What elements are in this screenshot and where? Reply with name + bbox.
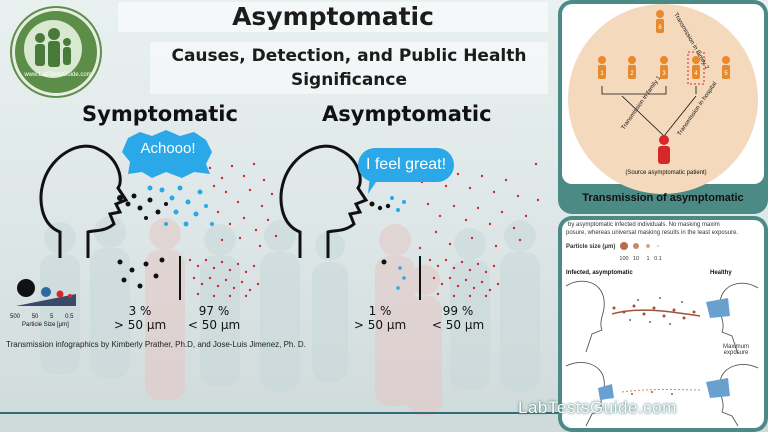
masking-panel-body <box>562 220 764 428</box>
svg-text:1: 1 <box>646 256 649 262</box>
masking-text-line-1: by asymptomatic infected individuals. No… <box>568 222 720 228</box>
asymptomatic-speech-bubble: I feel great! <box>358 148 454 182</box>
symptomatic-medium-droplets <box>147 185 214 227</box>
symptomatic-small-pct: 97 % <box>198 304 230 318</box>
symptomatic-small-stat: 97 % < 50 μm <box>186 304 242 332</box>
page-subtitle: Causes, Detection, and Public Health Sig… <box>171 46 527 90</box>
symptomatic-small-group <box>188 258 260 298</box>
asymptomatic-large-group <box>381 259 387 265</box>
background-crowd-illustration <box>40 216 540 416</box>
particle-size-key <box>16 279 76 306</box>
asymptomatic-medium-group <box>396 266 406 290</box>
asymptomatic-speech-text: I feel great! <box>365 156 447 173</box>
person-number-2: 2 <box>630 71 634 77</box>
asymptomatic-medium-droplets <box>390 196 406 212</box>
source-label: (Source asymptomatic patient) <box>625 170 706 176</box>
transmission-diagram <box>39 144 540 300</box>
sneeze-speech-text: Achooo! <box>140 140 196 157</box>
logo-text: www.LabTestsGuide.com <box>24 72 92 78</box>
site-watermark: LabTestsGuide.com <box>518 398 677 417</box>
asymptomatic-head-outline <box>279 144 369 258</box>
particle-size-label: Particle size (μm) <box>566 244 616 250</box>
asymptomatic-large-droplets <box>369 201 391 211</box>
size-key-label: Particle Size [μm] <box>22 322 69 328</box>
title-banner <box>118 2 548 32</box>
symptomatic-large-droplets <box>117 193 168 220</box>
bubble-tail <box>368 176 380 194</box>
asymptomatic-small-stat: 99 % < 50 μm <box>430 304 486 332</box>
subtitle-banner <box>150 42 548 94</box>
family2-label: Transmission in family 2 <box>672 12 710 71</box>
asymptomatic-small-size: < 50 μm <box>431 318 485 332</box>
page-title: Asymptomatic <box>232 2 434 31</box>
family1-label: Transmission in family 1 <box>621 75 663 132</box>
footer-rule <box>0 412 560 414</box>
asymptomatic-small-group <box>428 258 500 298</box>
symptomatic-small-size: < 50 μm <box>187 318 241 332</box>
svg-text:0.1: 0.1 <box>654 256 662 262</box>
svg-text:10: 10 <box>633 256 639 262</box>
masking-illustration <box>565 280 759 427</box>
masking-text-line-2: posure, whereas universal masking result… <box>566 230 739 236</box>
person-number-6: 6 <box>658 25 662 31</box>
family-icon <box>35 28 71 67</box>
person-number-1: 1 <box>600 71 604 77</box>
person-number-5: 5 <box>724 71 728 77</box>
family-person-icons <box>598 10 730 79</box>
symptomatic-aerosol-cloud <box>208 162 278 248</box>
credit-line: Transmission infographics by Kimberly Pr… <box>6 340 306 349</box>
infected-label: Infected, asymptomatic <box>566 270 633 276</box>
person-number-3: 3 <box>662 71 666 77</box>
hospital-label: Transmission in hospital <box>677 81 719 137</box>
logo-family-emblem <box>24 20 82 78</box>
asymptomatic-heading: Asymptomatic <box>322 102 492 126</box>
symptomatic-large-stat: 3 % > 50 μm <box>112 304 168 332</box>
symptomatic-heading: Symptomatic <box>82 102 238 126</box>
asymptomatic-aerosol-cloud <box>408 162 540 250</box>
person-number-4: 4 <box>694 71 698 77</box>
symptomatic-large-size: > 50 μm <box>113 318 167 332</box>
symptomatic-large-group <box>117 257 165 289</box>
sneeze-bubble-shape <box>122 130 212 178</box>
size-key-ticks: 500 50 5 0.5 <box>10 314 73 320</box>
maximum-exposure-label: Maximum exposure <box>722 344 749 356</box>
asymptomatic-large-stat: 1 % > 50 μm <box>352 304 408 332</box>
transmission-caption: Transmission of asymptomatic <box>582 192 744 204</box>
symptomatic-large-pct: 3 % <box>128 304 152 318</box>
asymptomatic-large-size: > 50 μm <box>353 318 407 332</box>
tick-0-5: 0.5 <box>65 314 74 320</box>
source-patient-icon <box>658 135 670 164</box>
particle-size-scale: 100 10 1 0.1 <box>619 242 662 262</box>
healthy-label: Healthy <box>710 270 732 276</box>
transmission-network: 6 1 2 3 4 5 (Source asymptomatic patient… <box>598 10 730 176</box>
tick-5: 5 <box>50 314 54 320</box>
symptomatic-head-outline <box>39 144 129 258</box>
asymptomatic-large-pct: 1 % <box>368 304 392 318</box>
svg-text:100: 100 <box>619 256 628 262</box>
asymptomatic-small-pct: 99 % <box>442 304 474 318</box>
tick-500: 500 <box>10 314 21 320</box>
tick-50: 50 <box>31 314 39 320</box>
